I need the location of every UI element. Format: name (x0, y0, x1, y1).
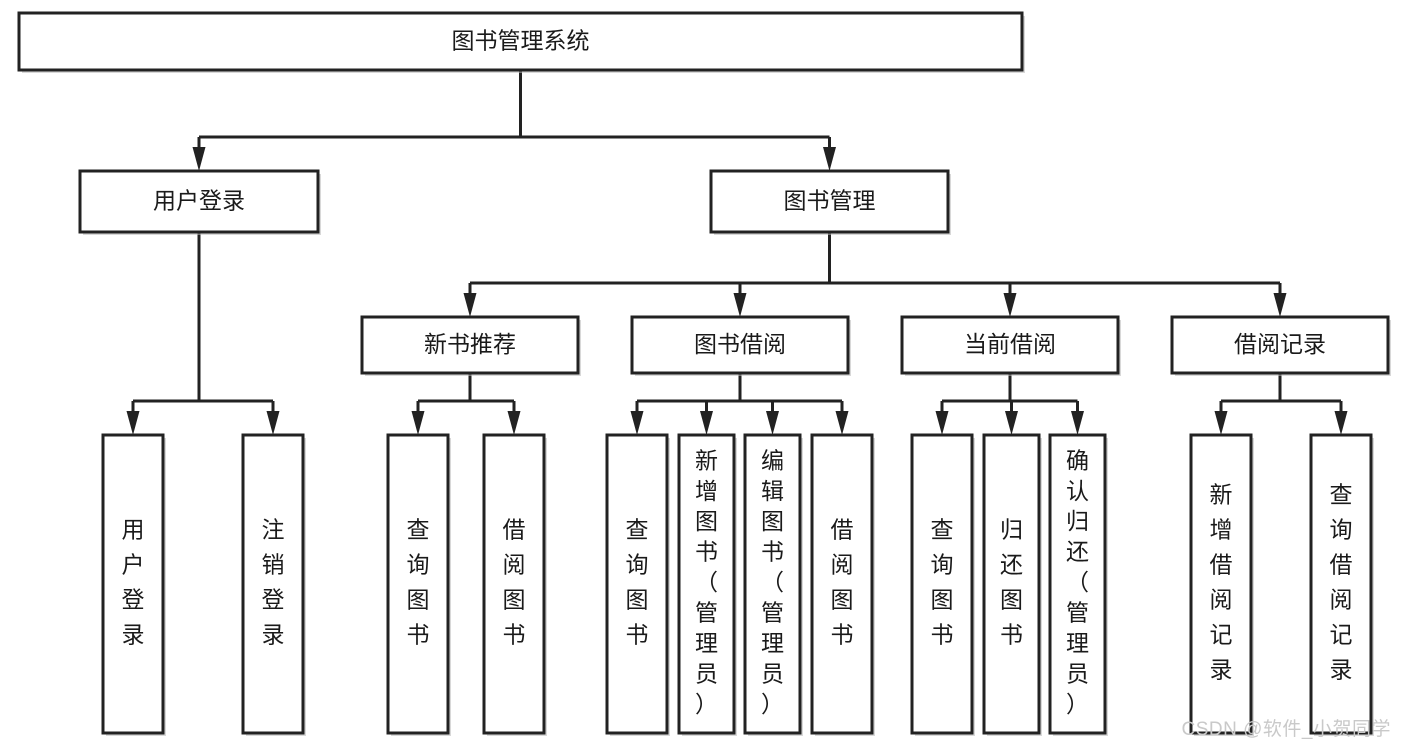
node-box[interactable] (1189, 433, 1253, 735)
arrow-head-icon (1005, 411, 1018, 435)
connector-group-borrow-record (1214, 373, 1348, 435)
node-leaf-query-book-2[interactable]: 查询图书 (605, 433, 670, 736)
arrow-head-icon (411, 411, 425, 435)
node-label: 当前借阅 (964, 331, 1056, 357)
node-box[interactable] (482, 433, 546, 735)
node-box[interactable] (386, 433, 450, 735)
arrow-head-icon (192, 147, 206, 171)
arrow-head-icon (463, 293, 477, 317)
arrow-head-icon (1214, 411, 1228, 435)
node-leaf-edit-book[interactable]: 编辑图书（管理员） (743, 433, 803, 736)
watermark-text: CSDN @软件_小贺同学 (1181, 719, 1391, 740)
node-box[interactable] (900, 315, 1120, 375)
node-box[interactable] (630, 315, 850, 375)
arrow-head-icon (266, 411, 280, 435)
node-box[interactable] (17, 11, 1024, 72)
node-leaf-confirm-return[interactable]: 确认归还（管理员） (1048, 433, 1108, 736)
arrow-head-icon (766, 411, 779, 435)
node-box[interactable] (241, 433, 305, 735)
node-leaf-add-book[interactable]: 新增图书（管理员） (677, 433, 737, 736)
node-leaf-query-book-3[interactable]: 查询图书 (910, 433, 975, 736)
node-leaf-logout[interactable]: 注销登录 (241, 433, 306, 736)
node-leaf-borrow-book-1[interactable]: 借阅图书 (482, 433, 547, 736)
node-box[interactable] (101, 433, 165, 735)
node-leaf-query-book-1[interactable]: 查询图书 (386, 433, 451, 736)
node-leaf-user-login[interactable]: 用户登录 (101, 433, 166, 736)
node-user-login[interactable]: 用户登录 (78, 169, 321, 235)
connector-group-current-borrow (935, 373, 1084, 435)
node-label: 归还图书 (1000, 517, 1023, 648)
arrow-head-icon (1003, 293, 1017, 317)
node-borrow-record[interactable]: 借阅记录 (1170, 315, 1391, 376)
node-label: 新增图书（管理员） (695, 447, 718, 717)
node-box[interactable] (743, 433, 802, 735)
node-label: 用户登录 (153, 188, 245, 214)
node-label: 确认归还（管理员） (1066, 447, 1089, 717)
node-label: 用户登录 (122, 517, 145, 648)
node-label: 新增借阅记录 (1210, 482, 1233, 683)
arrow-head-icon (700, 411, 713, 435)
connector-group-root (192, 70, 836, 171)
node-box[interactable] (1048, 433, 1107, 735)
node-box[interactable] (1170, 315, 1390, 375)
arrow-head-icon (507, 411, 521, 435)
node-label: 查询图书 (931, 517, 954, 648)
node-box[interactable] (78, 169, 320, 234)
connector-group-new-book-rec (411, 373, 521, 435)
node-label: 查询借阅记录 (1330, 482, 1353, 683)
node-new-book-rec[interactable]: 新书推荐 (360, 315, 581, 376)
node-box[interactable] (810, 433, 874, 735)
node-box[interactable] (709, 169, 950, 234)
node-label: 图书管理 (784, 188, 876, 214)
arrow-head-icon (1071, 411, 1084, 435)
node-root[interactable]: 图书管理系统 (17, 11, 1025, 73)
node-leaf-add-record[interactable]: 新增借阅记录 (1189, 433, 1254, 736)
arrow-head-icon (835, 411, 849, 435)
node-book-manage[interactable]: 图书管理 (709, 169, 951, 235)
node-label: 借阅图书 (831, 517, 854, 648)
node-leaf-query-record[interactable]: 查询借阅记录 (1309, 433, 1374, 736)
node-leaf-return-book[interactable]: 归还图书 (982, 433, 1042, 736)
arrow-head-icon (1334, 411, 1348, 435)
node-label: 查询图书 (407, 517, 430, 648)
connector-group-book-borrow (630, 373, 849, 435)
arrow-head-icon (630, 411, 644, 435)
node-label: 查询图书 (626, 517, 649, 648)
node-label: 借阅图书 (503, 517, 526, 648)
arrow-head-icon (935, 411, 949, 435)
node-box[interactable] (360, 315, 580, 375)
node-box[interactable] (910, 433, 974, 735)
arrow-head-icon (823, 147, 836, 171)
node-leaf-borrow-book-2[interactable]: 借阅图书 (810, 433, 875, 736)
node-book-borrow[interactable]: 图书借阅 (630, 315, 851, 376)
connector-group-user-login (126, 232, 280, 435)
connector-group-book-manage (463, 232, 1287, 317)
node-box[interactable] (1309, 433, 1373, 735)
node-label: 新书推荐 (424, 331, 516, 357)
arrow-head-icon (1273, 293, 1287, 317)
node-layer: 图书管理系统用户登录图书管理新书推荐图书借阅当前借阅借阅记录用户登录注销登录查询… (17, 11, 1391, 736)
node-box[interactable] (982, 433, 1041, 735)
connector-layer (126, 70, 1348, 435)
node-label: 借阅记录 (1234, 331, 1326, 357)
node-label: 编辑图书（管理员） (761, 447, 784, 717)
node-box[interactable] (605, 433, 669, 735)
node-label: 图书借阅 (694, 331, 786, 357)
node-label: 注销登录 (262, 517, 285, 648)
node-label: 图书管理系统 (452, 28, 590, 54)
arrow-head-icon (126, 411, 140, 435)
arrow-head-icon (733, 293, 747, 317)
node-current-borrow[interactable]: 当前借阅 (900, 315, 1121, 376)
node-box[interactable] (677, 433, 736, 735)
